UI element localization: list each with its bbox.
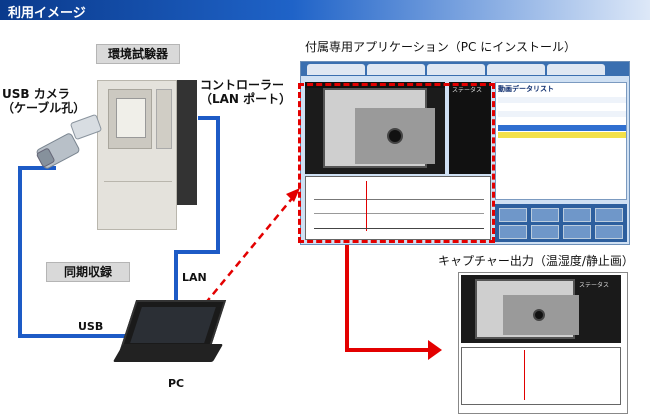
app-button-2[interactable] <box>531 208 559 222</box>
chamber-label: 環境試験器 <box>107 47 168 61</box>
app-tab-bar <box>301 62 629 76</box>
app-graph-series-1 <box>314 199 484 200</box>
page-title-bar: 利用イメージ <box>0 0 650 21</box>
app-button-4[interactable] <box>595 208 623 222</box>
controller-label-line1: コントローラー <box>200 78 285 92</box>
capture-status-panel: ステータス <box>579 281 621 337</box>
app-status-title: ステータス <box>452 87 483 94</box>
capture-graph <box>461 347 621 405</box>
page-title: 利用イメージ <box>8 6 86 21</box>
chamber-door <box>108 89 152 149</box>
laptop-base <box>112 344 224 362</box>
controller-label-line2: （LAN ポート） <box>200 92 292 106</box>
app-button-8[interactable] <box>595 225 623 239</box>
app-label: 付属専用アプリケーション（PC にインストール） <box>305 40 576 54</box>
app-button-7[interactable] <box>563 225 591 239</box>
capture-chamber-interior <box>475 279 579 339</box>
dashed-arrow-head <box>286 188 300 202</box>
controller-label: コントローラー （LAN ポート） <box>200 78 291 106</box>
app-list-title: 動画データリスト <box>498 85 554 93</box>
app-focus-highlight <box>298 83 495 243</box>
environmental-chamber <box>97 80 177 230</box>
app-tab-4[interactable] <box>487 64 545 75</box>
capture-window: ステータス <box>458 272 628 414</box>
camera-label: USB カメラ （ケーブル孔） <box>2 87 85 115</box>
laptop-screen <box>119 300 227 350</box>
list-item[interactable] <box>498 104 626 110</box>
chamber-lower-cabinet <box>104 181 172 227</box>
app-video-view <box>305 82 445 174</box>
capture-status-title: ステータス <box>579 282 610 289</box>
app-graph <box>305 176 491 240</box>
camera-label-line1: USB カメラ <box>2 87 70 101</box>
app-button-6[interactable] <box>531 225 559 239</box>
list-item[interactable] <box>498 111 626 117</box>
app-graph-series-2 <box>314 213 484 214</box>
sync-tag: 同期収録 <box>46 262 130 282</box>
app-graph-axis <box>314 228 484 229</box>
app-button-1[interactable] <box>499 208 527 222</box>
app-tab-3[interactable] <box>427 64 485 75</box>
app-button-5[interactable] <box>499 225 527 239</box>
lan-cable <box>174 116 220 300</box>
capture-label: キャプチャー出力（温湿度/静止画） <box>438 254 634 268</box>
lan-label: LAN <box>182 271 207 284</box>
capture-arrow-line <box>345 245 428 352</box>
list-item-highlight[interactable] <box>498 132 626 138</box>
usb-cable <box>18 166 150 338</box>
capture-chamber-lamp <box>533 309 545 321</box>
chamber-tag: 環境試験器 <box>96 44 180 64</box>
sync-label: 同期収録 <box>63 265 112 279</box>
capture-graph-cursor <box>524 350 525 400</box>
list-item-selected[interactable] <box>498 125 626 131</box>
chamber-window <box>116 98 146 138</box>
chamber-panel <box>156 89 172 149</box>
app-status-panel: ステータス <box>449 82 491 174</box>
app-window: ステータス 動画データリスト <box>300 61 630 245</box>
usb-label: USB <box>78 320 104 333</box>
controller-unit <box>177 80 197 205</box>
app-tab-5[interactable] <box>547 64 605 75</box>
app-video-list: 動画データリスト <box>495 82 627 200</box>
app-graph-cursor[interactable] <box>366 181 367 231</box>
app-chamber-lamp <box>387 128 403 144</box>
app-tab-1[interactable] <box>307 64 365 75</box>
app-chamber-interior <box>323 88 435 168</box>
pc-label: PC <box>168 377 185 390</box>
capture-arrow-head <box>428 340 442 360</box>
list-item[interactable] <box>498 97 626 103</box>
app-tab-2[interactable] <box>367 64 425 75</box>
app-button-3[interactable] <box>563 208 591 222</box>
list-item[interactable] <box>498 118 626 124</box>
camera-label-line2: （ケーブル孔） <box>2 101 86 115</box>
app-control-panel <box>495 204 627 242</box>
capture-video-view: ステータス <box>461 275 621 343</box>
